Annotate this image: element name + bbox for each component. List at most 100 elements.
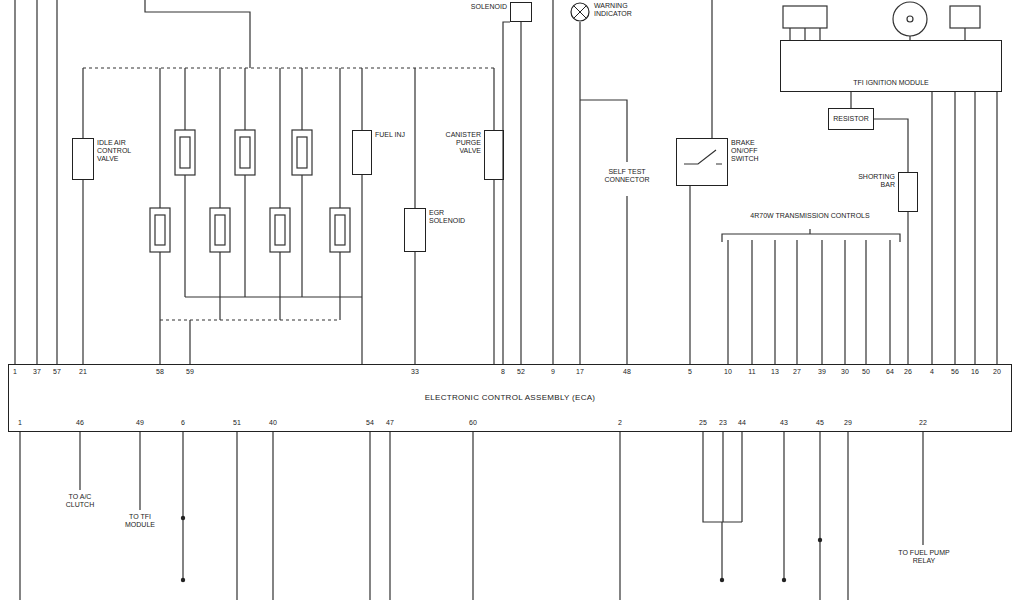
- injector-symbol: [292, 130, 312, 175]
- wire: [20, 432, 923, 600]
- ground-dot: [720, 578, 724, 582]
- component-label: FUEL INJ: [375, 131, 409, 139]
- injector-symbol: [175, 130, 195, 175]
- component-label: SHORTING BAR: [855, 173, 895, 189]
- pin-number: 37: [27, 368, 47, 376]
- ignition-module: TFI IGNITION MODULE: [780, 40, 1002, 92]
- wire-group: [15, 0, 997, 600]
- wire-connector: [493, 180, 494, 364]
- wire-connector: [850, 92, 851, 108]
- pin-number: 11: [742, 368, 762, 376]
- solenoid-box: EGR SOLENOID: [404, 208, 426, 252]
- coil-symbol: [275, 215, 285, 245]
- resistor-box: RESISTOR: [828, 108, 874, 130]
- module-part: [950, 6, 980, 28]
- solenoid-box: SOLENOID: [510, 2, 532, 22]
- pin-number: 26: [898, 368, 918, 376]
- ground-dots: [181, 516, 822, 582]
- pin-number: 1: [10, 419, 30, 427]
- ground-dot: [181, 578, 185, 582]
- pin-number: 10: [718, 368, 738, 376]
- note-label: TO FUEL PUMP RELAY: [893, 549, 955, 565]
- component-label: RESISTOR: [833, 115, 869, 123]
- switch-box: BRAKE ON/OFF SWITCH: [676, 138, 728, 186]
- pin-number: 45: [810, 419, 830, 427]
- pin-number: 48: [617, 368, 637, 376]
- note-label: TO A/C CLUTCH: [56, 493, 104, 509]
- component-label: IDLE AIR CONTROL VALVE: [97, 139, 139, 163]
- pin-number: 22: [913, 419, 933, 427]
- valve-box: IDLE AIR CONTROL VALVE: [72, 138, 94, 180]
- injector-symbol: [270, 208, 290, 252]
- lamp-cross: [574, 6, 586, 18]
- component-label: WARNING INDICATOR: [594, 2, 646, 18]
- pin-number: 33: [405, 368, 425, 376]
- module-part: [783, 6, 827, 28]
- wire-connector: [414, 252, 415, 364]
- pin-number: 6: [173, 419, 193, 427]
- note-label: TO TFI MODULE: [114, 513, 166, 529]
- wire-connector: [689, 186, 690, 364]
- pin-number: 20: [987, 368, 1007, 376]
- shorting-bar: SHORTING BAR: [898, 172, 918, 212]
- pin-number: 8: [493, 368, 513, 376]
- pin-number: 17: [570, 368, 590, 376]
- pin-number: 40: [263, 419, 283, 427]
- coil-symbol: [297, 137, 307, 168]
- ground-dot: [818, 538, 822, 542]
- component-label: SOLENOID: [465, 3, 507, 11]
- pin-number: 39: [812, 368, 832, 376]
- wire-connector: [579, 22, 580, 364]
- pin-number: 29: [838, 419, 858, 427]
- component-label: CANISTER PURGE VALVE: [439, 131, 481, 155]
- pin-number: 25: [693, 419, 713, 427]
- pin-number: 50: [856, 368, 876, 376]
- note-label: 4R70W TRANSMISSION CONTROLS: [740, 212, 880, 220]
- pin-number: 46: [70, 419, 90, 427]
- pin-number: 9: [543, 368, 563, 376]
- component-label: ELECTRONIC CONTROL ASSEMBLY (ECA): [425, 393, 596, 402]
- pin-number: 23: [713, 419, 733, 427]
- pin-number: 47: [380, 419, 400, 427]
- injector-box: FUEL INJ: [352, 130, 372, 175]
- valve-box: CANISTER PURGE VALVE: [484, 130, 504, 180]
- coil-symbol: [335, 215, 345, 245]
- injector-symbol: [330, 208, 350, 252]
- wire-connector: [974, 92, 975, 364]
- wire-connector: [907, 212, 908, 364]
- pin-number: 5: [680, 368, 700, 376]
- wire-connector: [361, 175, 362, 364]
- wire: [15, 0, 997, 364]
- pin-number: 49: [130, 419, 150, 427]
- pin-number: 51: [227, 419, 247, 427]
- pin-number: 52: [511, 368, 531, 376]
- pin-number: 57: [47, 368, 67, 376]
- distributor-symbol: [893, 2, 927, 36]
- pin-number: 27: [787, 368, 807, 376]
- indicator-lamp: WARNING INDICATOR: [570, 2, 590, 22]
- injector-symbol: [150, 208, 170, 252]
- pin-number: 59: [180, 368, 200, 376]
- switch-symbol: [684, 150, 722, 164]
- pin-number: 60: [463, 419, 483, 427]
- pin-number: 44: [732, 419, 752, 427]
- pin-number: 43: [774, 419, 794, 427]
- wire-connector: [520, 22, 521, 364]
- control-module: ELECTRONIC CONTROL ASSEMBLY (ECA): [8, 364, 1012, 432]
- component-label: TFI IGNITION MODULE: [853, 79, 928, 87]
- pin-number: 13: [765, 368, 785, 376]
- pin-number: 4: [922, 368, 942, 376]
- pin-number: 21: [73, 368, 93, 376]
- component-label: BRAKE ON/OFF SWITCH: [731, 139, 773, 163]
- pin-number: 58: [150, 368, 170, 376]
- injector-symbol: [210, 208, 230, 252]
- ground-dot: [782, 578, 786, 582]
- bus-dashed: [83, 68, 494, 320]
- component-label: EGR SOLENOID: [429, 209, 469, 225]
- pin-number: 30: [835, 368, 855, 376]
- pin-number: 16: [965, 368, 985, 376]
